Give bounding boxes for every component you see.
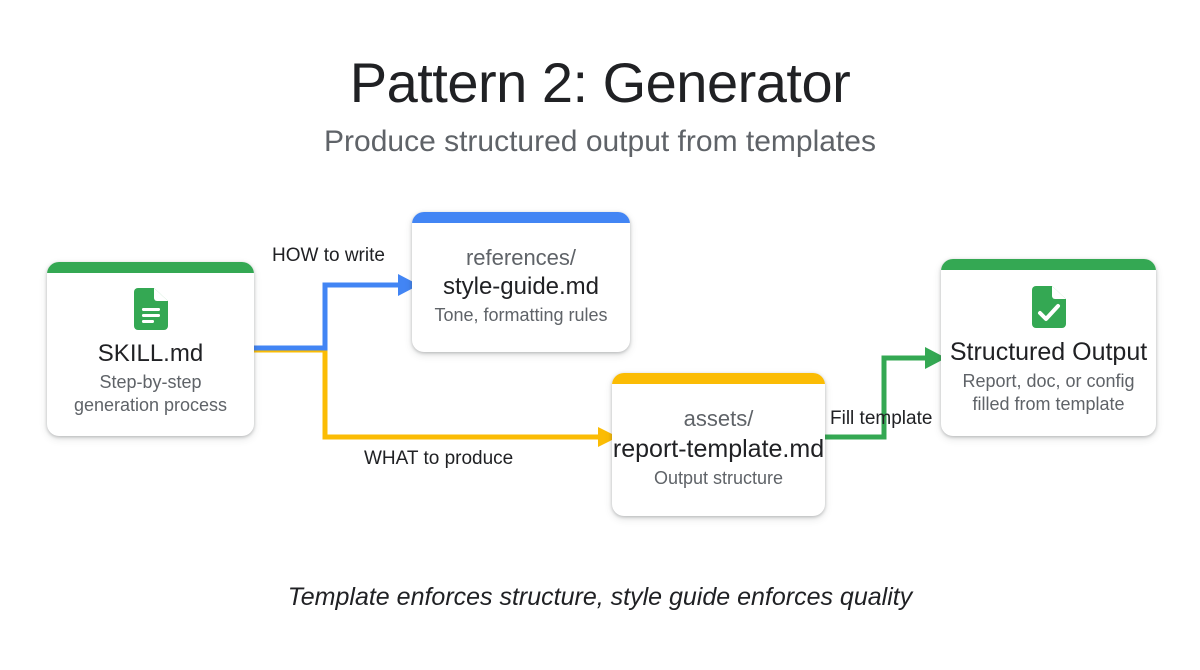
card-body: SKILL.md Step-by-step generation process (47, 273, 254, 436)
card-subtitle: Step-by-step generation process (74, 371, 227, 417)
card-title: SKILL.md (97, 339, 204, 367)
page-title: Pattern 2: Generator (349, 51, 851, 114)
card-body: Structured Output Report, doc, or config… (941, 270, 1156, 436)
page-subtitle: Produce structured output from templates (324, 125, 876, 158)
node-card-references[interactable]: references/ style-guide.md Tone, formatt… (412, 212, 630, 352)
card-subtitle-line-1: Report, doc, or config (962, 371, 1135, 392)
card-accent-bar (612, 373, 825, 384)
document-check-icon (1031, 285, 1066, 328)
card-accent-bar (412, 212, 630, 223)
card-subtitle: Report, doc, or config filled from templ… (962, 370, 1134, 416)
card-subtitle-line-2: filled from template (972, 394, 1125, 415)
card-kicker: assets/ (683, 406, 754, 432)
card-subtitle-line-1: Step-by-step (99, 372, 202, 393)
edge-what-to-produce (254, 347, 618, 447)
card-subtitle: Tone, formatting rules (434, 305, 608, 326)
card-body: assets/ report-template.md Output struct… (612, 384, 825, 516)
edge-label-how-to-write: HOW to write (272, 245, 385, 266)
card-accent-bar (47, 262, 254, 273)
edge-label-fill-template: Fill template (830, 408, 933, 429)
card-title: Structured Output (949, 337, 1148, 366)
node-card-assets[interactable]: assets/ report-template.md Output struct… (612, 373, 825, 516)
card-subtitle-line-2: generation process (73, 395, 228, 416)
node-card-structured-output[interactable]: Structured Output Report, doc, or config… (941, 259, 1156, 436)
card-title: report-template.md (612, 434, 825, 463)
card-subtitle: Output structure (653, 468, 784, 489)
card-body: references/ style-guide.md Tone, formatt… (412, 223, 630, 352)
card-accent-bar (941, 259, 1156, 270)
card-title: style-guide.md (442, 273, 600, 301)
card-kicker: references/ (465, 244, 577, 270)
edge-label-what-to-produce: WHAT to produce (364, 448, 514, 469)
document-lines-icon (133, 287, 168, 330)
node-card-skill[interactable]: SKILL.md Step-by-step generation process (47, 262, 254, 436)
edge-how-to-write (254, 274, 419, 351)
footer-caption: Template enforces structure, style guide… (287, 583, 913, 611)
